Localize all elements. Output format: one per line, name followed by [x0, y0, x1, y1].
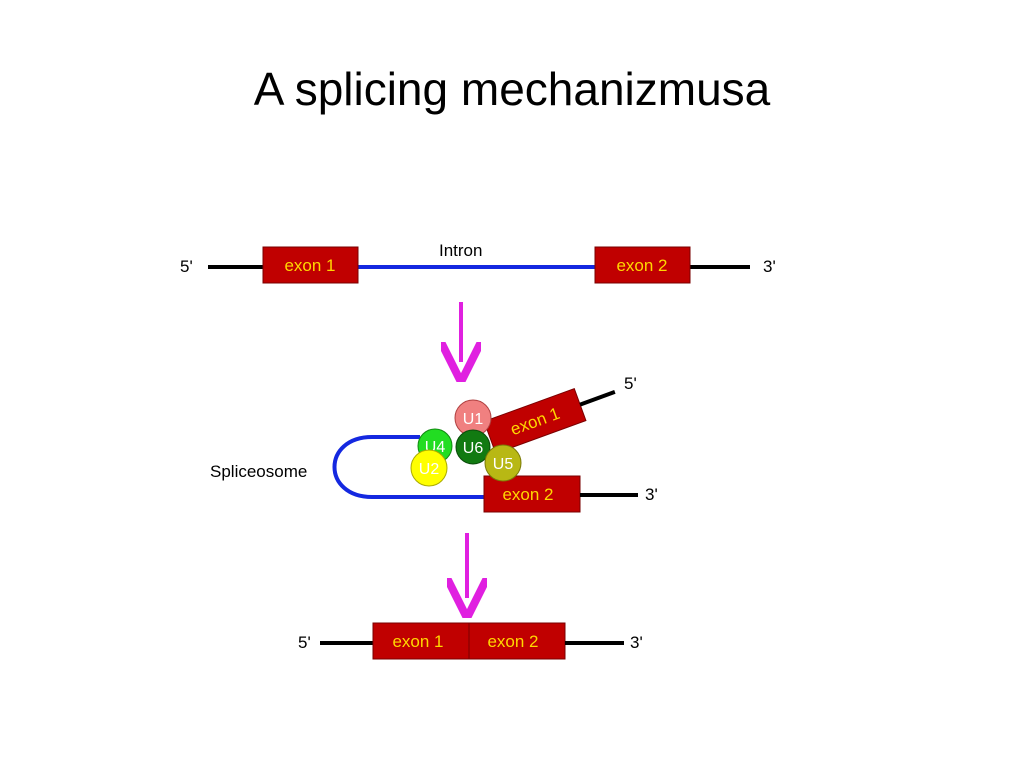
product-exon1-box: exon 1	[372, 622, 470, 660]
precursor-exon1-rect	[262, 246, 359, 284]
u1-label: U1	[463, 411, 484, 428]
precursor-exon1-box: exon 1	[262, 246, 359, 284]
precursor-exon2-rect	[594, 246, 691, 284]
product-five-prime-label: 5'	[298, 633, 311, 652]
product-exon2-box: exon 2	[468, 622, 566, 660]
product-rna: 5' exon 1 exon 2 3'	[298, 622, 643, 660]
snrnp-u2: U2	[410, 449, 448, 487]
precursor-rna: 5' Intron 3' exon 1 exon 2	[180, 241, 776, 284]
product-exon2-rect	[468, 622, 566, 660]
spliceosome-label: Spliceosome	[210, 462, 307, 481]
spliceosome-complex: Spliceosome exon 1 5' exon 2 3' U1 U4 U6	[210, 374, 658, 513]
u6-circle	[455, 429, 491, 465]
u6-label: U6	[463, 440, 484, 457]
slide-title: A splicing mechanizmusa	[253, 63, 771, 115]
spliceosome-exon2-rect	[483, 475, 581, 513]
precursor-exon2-label: exon 2	[616, 256, 667, 275]
product-exon2-label: exon 2	[487, 632, 538, 651]
product-exon1-rect	[372, 622, 470, 660]
spliceosome-exon2-box: exon 2	[483, 475, 581, 513]
precursor-exon2-box: exon 2	[594, 246, 691, 284]
precursor-three-prime-label: 3'	[763, 257, 776, 276]
u2-circle	[410, 449, 448, 487]
spliceosome-exon2-label: exon 2	[502, 485, 553, 504]
precursor-five-prime-label: 5'	[180, 257, 193, 276]
product-three-prime-label: 3'	[630, 633, 643, 652]
u5-circle	[484, 444, 522, 482]
u2-label: U2	[419, 461, 440, 478]
snrnp-u6: U6	[455, 429, 491, 465]
spliceosome-three-prime-label: 3'	[645, 485, 658, 504]
precursor-exon1-label: exon 1	[284, 256, 335, 275]
u5-label: U5	[493, 456, 514, 473]
spliceosome-exon1-group: exon 1	[483, 387, 616, 455]
spliceosome-five-prime-label: 5'	[624, 374, 637, 393]
product-exon1-label: exon 1	[392, 632, 443, 651]
intron-label: Intron	[439, 241, 482, 260]
spliceosome-five-prime-strand	[579, 390, 616, 407]
snrnp-u5: U5	[484, 444, 522, 482]
intron-lariat-loop	[332, 435, 486, 499]
